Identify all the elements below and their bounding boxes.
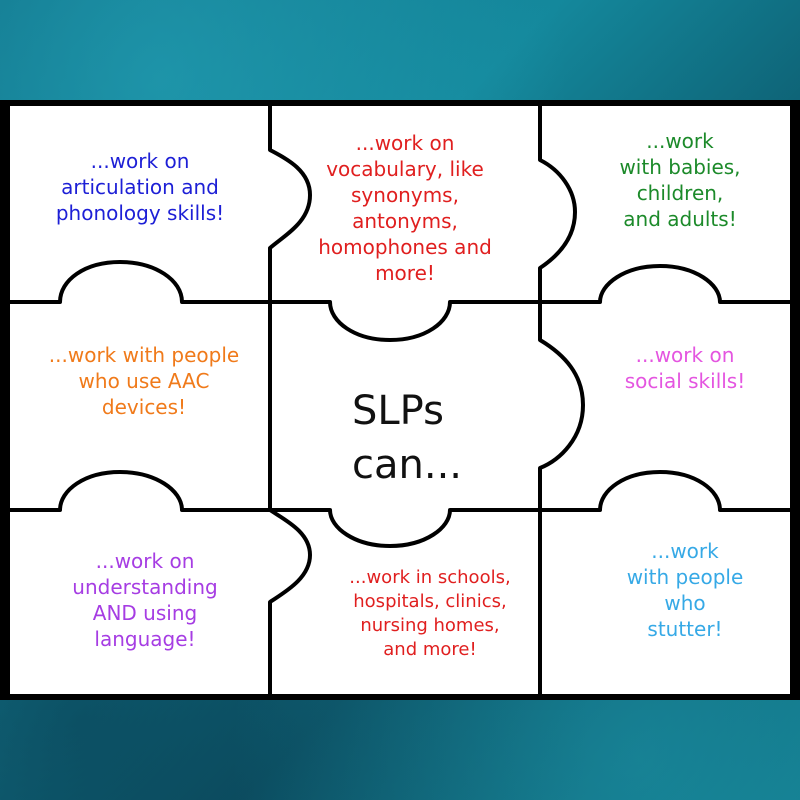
piece-top-middle: ...work on vocabulary, like synonyms, an… <box>318 131 492 285</box>
puzzle-pieces-svg <box>10 106 790 694</box>
center-title-line2: can... <box>352 442 462 488</box>
puzzle-board: ...work on articulation and phonology sk… <box>0 100 800 700</box>
center-title: SLPs can... <box>352 384 532 492</box>
piece-bottom-left: ...work on understanding AND using langu… <box>72 549 218 651</box>
piece-top-right: ...work with babies, children, and adult… <box>619 129 741 231</box>
puzzle-seams <box>10 106 790 694</box>
piece-middle-right: ...work on social skills! <box>624 343 746 393</box>
piece-bottom-right: ...work with people who stutter! <box>626 539 744 641</box>
center-title-line1: SLPs <box>352 388 444 434</box>
piece-middle-left: ...work with people who use AAC devices! <box>48 343 240 419</box>
piece-top-left: ...work on articulation and phonology sk… <box>55 149 225 225</box>
puzzle-surface <box>10 106 790 694</box>
piece-bottom-middle: ...work in schools, hospitals, clinics, … <box>349 567 511 660</box>
